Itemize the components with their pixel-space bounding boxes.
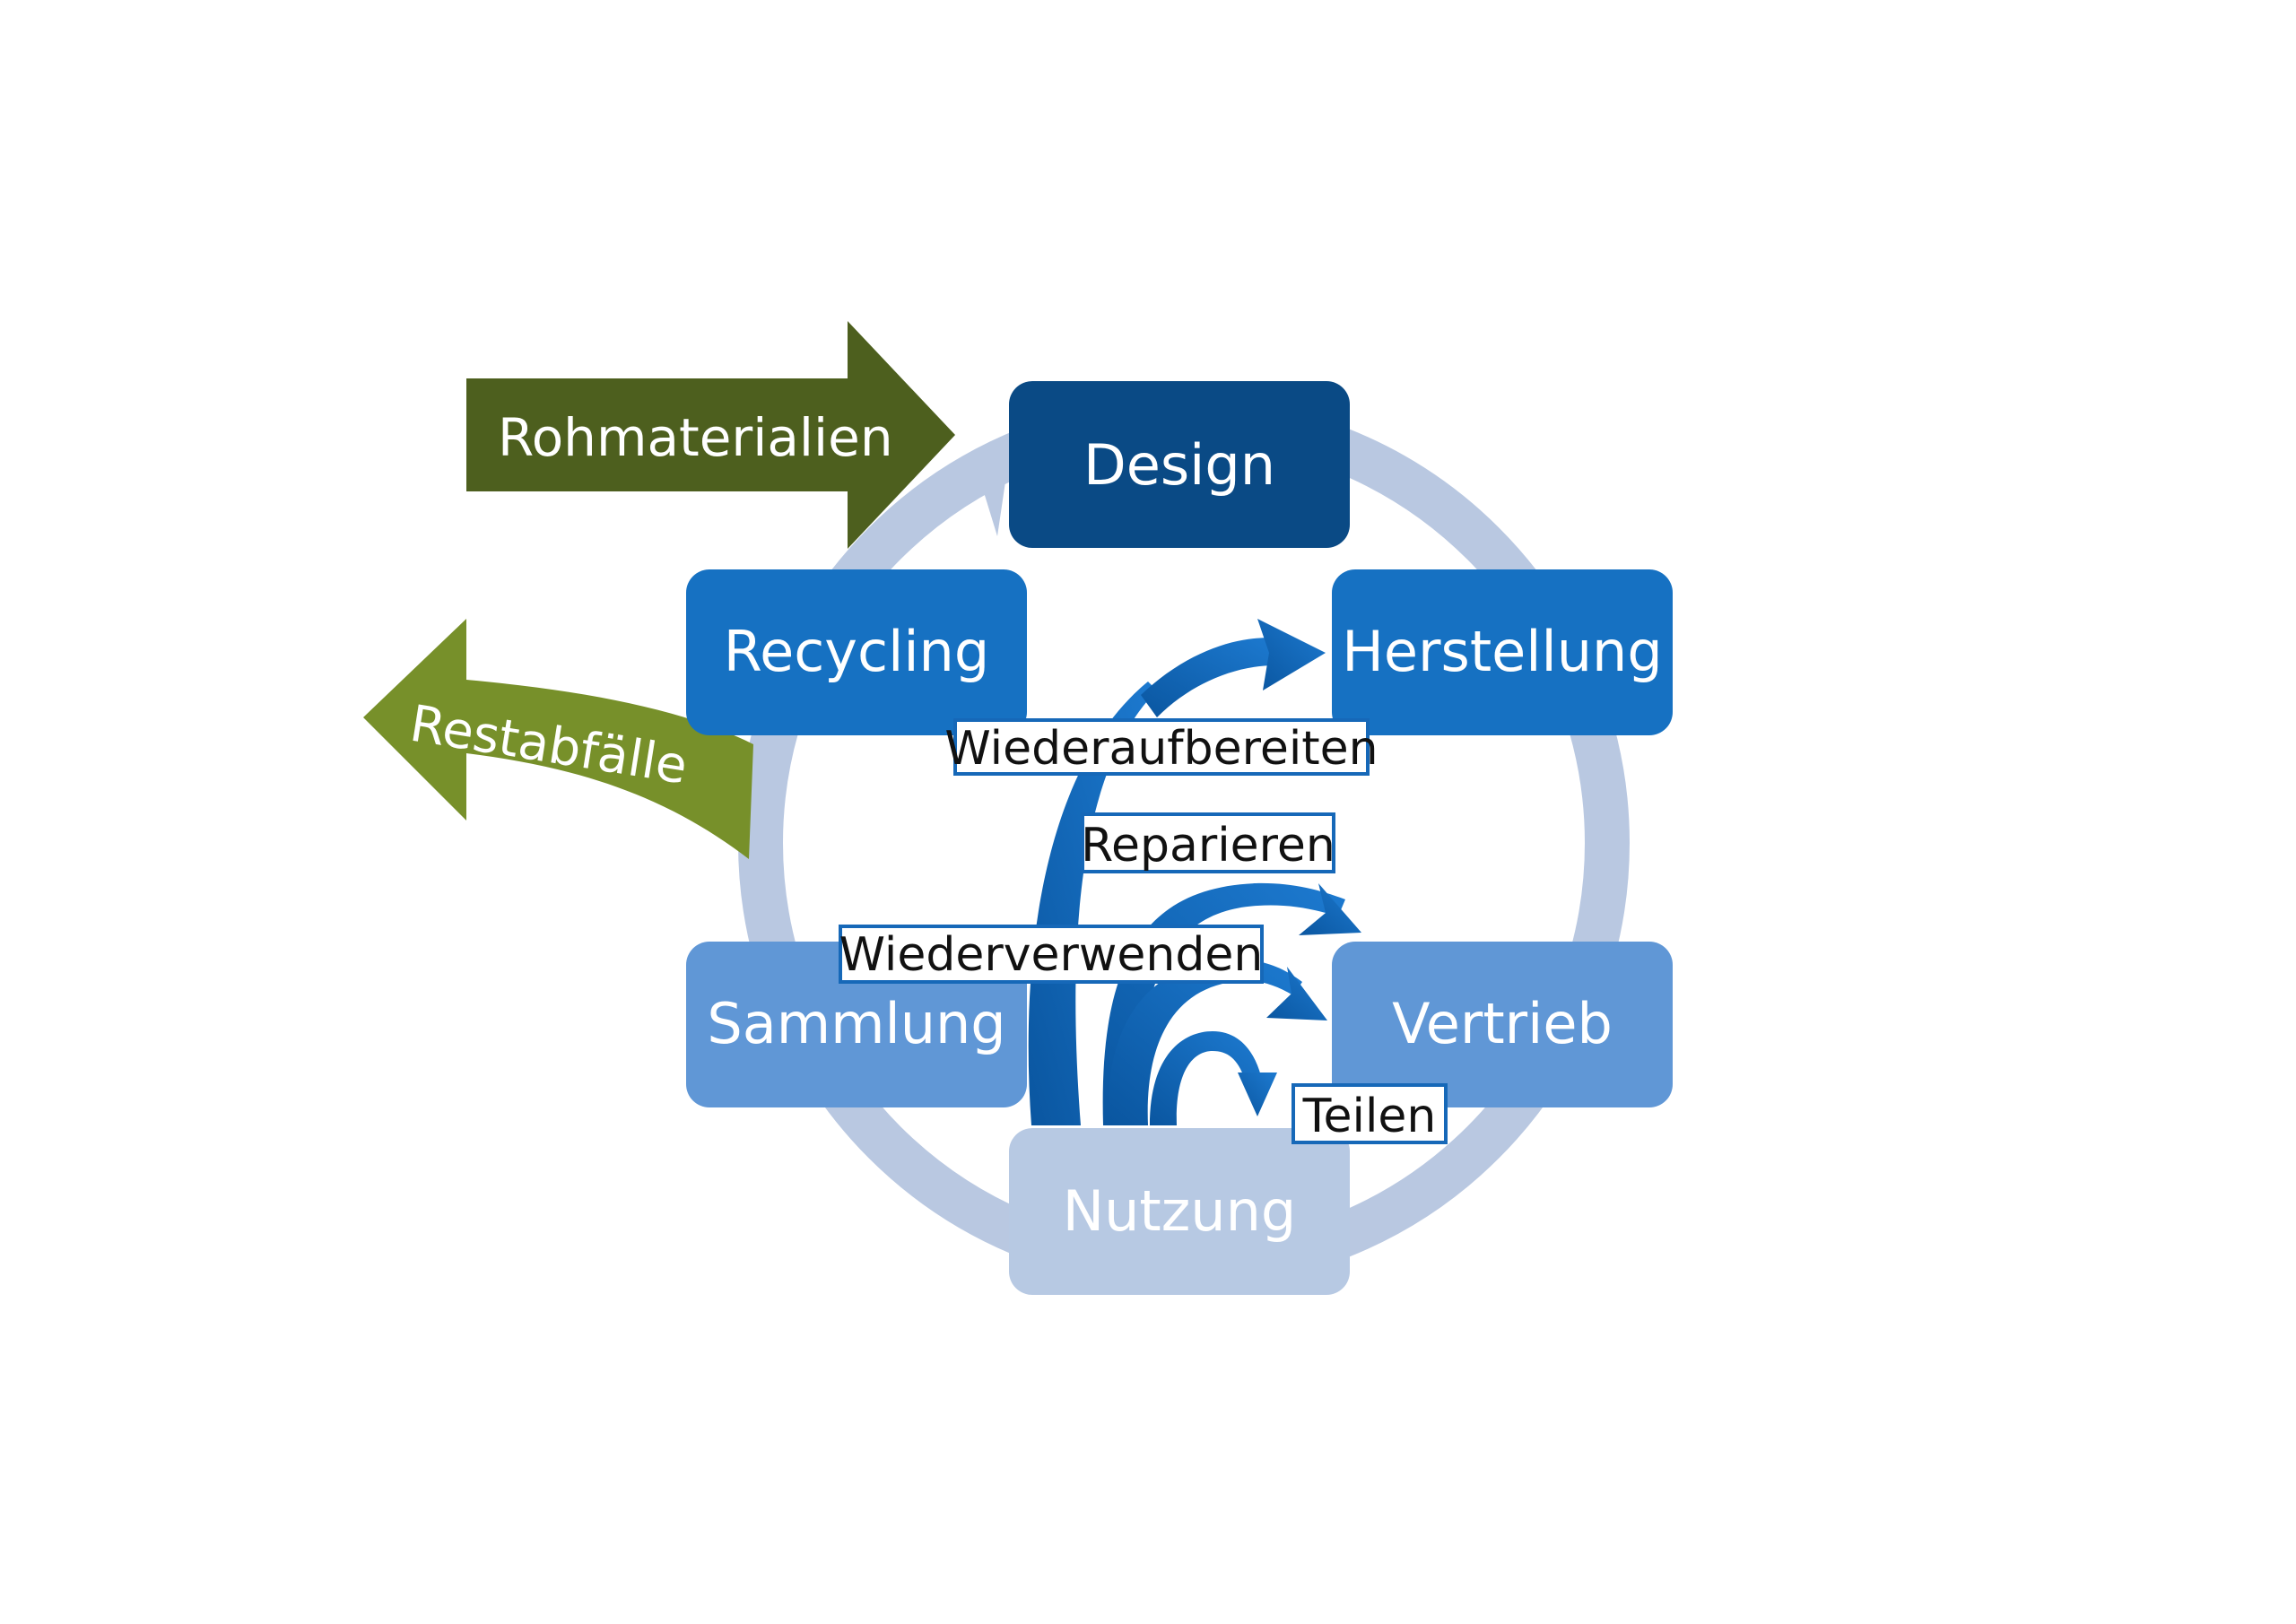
- node-design-label: Design: [1083, 432, 1275, 498]
- label-teilen-text: Teilen: [1302, 1090, 1437, 1143]
- teilen-arrow-head: [1238, 1073, 1277, 1116]
- rohmaterialien-arrow: Rohmaterialien: [466, 321, 955, 549]
- node-design: Design: [1009, 381, 1350, 548]
- label-wiederaufbereiten-text: Wiederaufbereiten: [944, 722, 1378, 776]
- node-herstellung: Herstellung: [1332, 569, 1673, 735]
- node-recycling: Recycling: [686, 569, 1027, 735]
- node-sammlung-label: Sammlung: [707, 991, 1005, 1056]
- label-wiederverwenden: Wiederverwenden: [839, 925, 1264, 984]
- node-vertrieb: Vertrieb: [1332, 942, 1673, 1107]
- teilen-arrow: [1150, 1031, 1261, 1125]
- node-nutzung: Nutzung: [1009, 1128, 1350, 1295]
- wiederaufbereiten-arrow-head: [1257, 619, 1326, 690]
- rohmaterialien-label: Rohmaterialien: [498, 407, 893, 468]
- label-wiederverwenden-text: Wiederverwenden: [839, 928, 1264, 982]
- wiederaufbereiten-arrow: [1028, 682, 1157, 1125]
- ring-arrow-head: [973, 439, 1012, 536]
- node-herstellung-label: Herstellung: [1342, 619, 1662, 684]
- label-reparieren: Reparieren: [1081, 812, 1335, 873]
- node-recycling-label: Recycling: [724, 619, 989, 684]
- wiederaufbereiten-arc-upper: [1141, 638, 1278, 717]
- label-reparieren-text: Reparieren: [1081, 819, 1335, 873]
- node-nutzung-label: Nutzung: [1063, 1178, 1296, 1244]
- wiederverwenden-arrow: [1108, 960, 1302, 1125]
- label-wiederaufbereiten: Wiederaufbereiten: [944, 718, 1378, 776]
- label-teilen: Teilen: [1292, 1083, 1448, 1144]
- wiederverwenden-arrow-head: [1266, 967, 1327, 1020]
- node-vertrieb-label: Vertrieb: [1392, 991, 1613, 1056]
- reparieren-arrow-head: [1299, 883, 1361, 935]
